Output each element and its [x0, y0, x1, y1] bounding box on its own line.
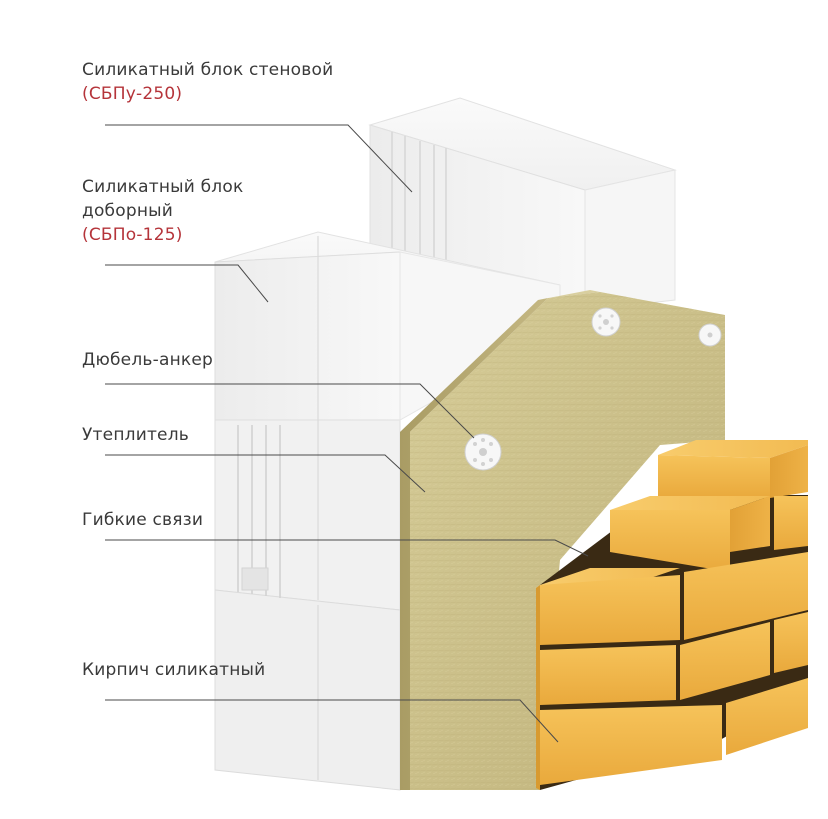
brick	[540, 705, 722, 785]
wall-block-lower	[214, 231, 561, 791]
brick	[680, 622, 770, 700]
label-insulation: Утеплитель	[82, 425, 189, 445]
anchor-disc	[591, 307, 621, 337]
label-extra-block: Силикатный блок доборный (СБПо-125)	[82, 175, 243, 247]
brick	[658, 440, 808, 498]
label-wall-block: Силикатный блок стеновой (СБПу-250)	[82, 58, 333, 106]
leader-lines	[105, 124, 589, 743]
label-extra-block-code: (СБПо-125)	[82, 225, 183, 245]
brick-wall	[536, 440, 808, 790]
leader-line-ties	[105, 539, 589, 557]
label-wall-block-code: (СБПу-250)	[82, 84, 183, 104]
leader-line-brick	[105, 699, 559, 743]
leader-line-wall-block	[105, 124, 413, 193]
label-ties: Гибкие связи	[82, 510, 204, 530]
brick	[540, 645, 676, 705]
insulation-layer	[400, 290, 725, 790]
label-extra-block-line2: доборный	[82, 201, 174, 221]
brick	[774, 496, 808, 550]
leader-line-insulation	[105, 454, 426, 493]
brick	[610, 496, 770, 572]
label-anchor: Дюбель-анкер	[82, 350, 214, 370]
anchor-disc	[464, 433, 502, 471]
label-wall-block-name: Силикатный блок стеновой	[82, 60, 334, 80]
label-brick: Кирпич силикатный	[82, 660, 266, 680]
wall-block-upper	[368, 97, 677, 311]
anchor-disc	[698, 323, 722, 347]
brick	[540, 568, 680, 645]
brick	[684, 552, 808, 640]
leader-line-anchor	[105, 383, 475, 439]
dowel-anchors	[464, 307, 722, 471]
label-extra-block-line1: Силикатный блок	[82, 177, 244, 197]
brick	[774, 612, 808, 673]
brick	[726, 678, 808, 755]
leader-line-extra-block	[105, 264, 269, 303]
